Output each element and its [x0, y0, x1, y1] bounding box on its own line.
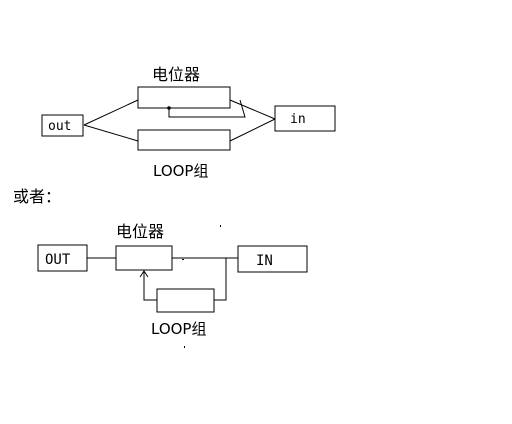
diagram1-connectors	[83, 99, 276, 142]
diagram2-arrowhead	[139, 270, 149, 278]
diagram2-in-label: IN	[256, 253, 273, 269]
diagram1-loop-to-in-wire	[229, 118, 276, 142]
diagram2-stray-dot	[182, 259, 184, 260]
alternative-label: 或者：	[13, 187, 61, 206]
diagram1-out-to-pot-wire	[83, 99, 139, 126]
diagram-2: 电位器 OUT IN LOOP组	[37, 222, 308, 348]
diagram1-loop-label: LOOP组	[153, 162, 208, 180]
diagram1-loop-box	[137, 129, 231, 151]
diagram2-loop-box	[156, 288, 215, 313]
diagram2-stray-dot	[220, 225, 221, 227]
diagram2-return-to-loop-wire	[214, 258, 227, 301]
diagram2-in-box	[237, 245, 308, 273]
diagram1-out-box	[41, 114, 84, 137]
diagram2-stray-dot	[184, 346, 185, 348]
diagram1-potentiometer-box	[137, 86, 231, 109]
diagram-1: 电位器 out in LOOP组	[41, 65, 336, 180]
diagram2-loop-label: LOOP组	[151, 320, 206, 338]
diagram2-connectors	[87, 257, 238, 301]
diagram1-wiper-feedback-wire	[168, 99, 246, 118]
diagram2-potentiometer-label: 电位器	[116, 222, 164, 241]
diagram1-pot-to-in-wire	[229, 99, 276, 120]
diagram2-potentiometer-box	[115, 245, 173, 271]
diagram1-junction-dot	[167, 106, 171, 110]
diagram1-potentiometer-label: 电位器	[152, 65, 200, 84]
diagram2-loop-to-pot-wire	[143, 272, 157, 301]
diagram1-out-to-loop-wire	[83, 124, 139, 142]
diagram1-out-label: out	[48, 119, 71, 134]
diagram2-out-label: OUT	[45, 252, 71, 268]
diagram1-in-label: in	[290, 112, 306, 127]
